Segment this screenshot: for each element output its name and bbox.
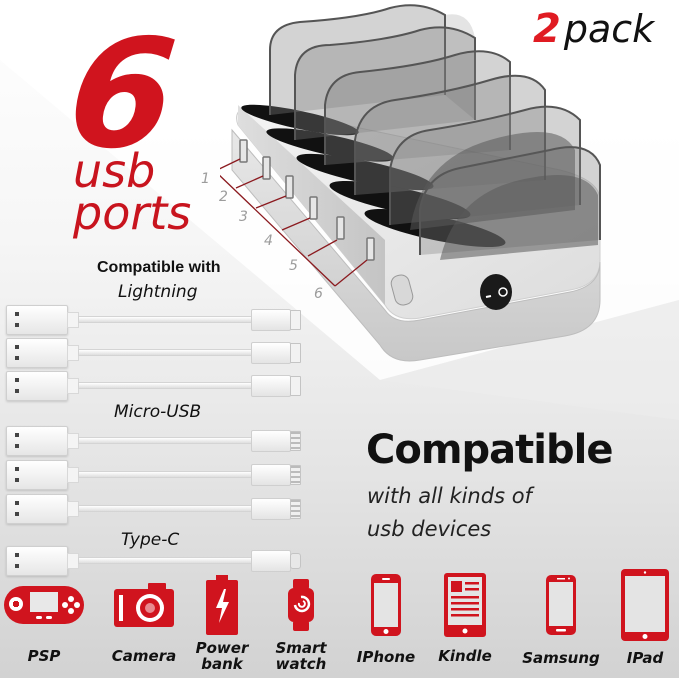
lightning-cable [6,371,301,401]
cable-group-label-type-c: Type-C [121,530,180,550]
device-label: Samsung [522,649,600,667]
port-number-5: 5 [289,258,298,274]
micro-usb-cable [6,460,301,490]
pack-word: pack [563,7,655,51]
tagline-line-2: usb devices [367,517,492,541]
pack-badge: 2 pack [533,6,654,52]
iphone-icon [371,574,401,636]
type-c-cable [6,546,301,576]
gamepad-icon [4,586,84,624]
device-samsung: Samsung [519,570,603,666]
device-label: Kindle [438,647,492,665]
device-psp: PSP [2,570,86,664]
micro-usb-cable [6,426,301,456]
pack-count: 2 [533,6,561,52]
caption-ports: ports [73,186,192,240]
charging-station-image [220,4,601,362]
android-phone-icon [546,575,576,635]
tagline-line-1: with all kinds of [367,484,532,508]
ereader-icon [444,573,486,637]
device-camera: Camera [102,570,186,664]
lightning-cable [6,305,301,335]
device-label: PSP [27,647,61,665]
device-label: IPhone [356,648,416,666]
micro-usb-cable [6,494,301,524]
port-number-1: 1 [201,171,210,187]
lightning-cable [6,338,301,368]
cable-group-label-micro-usb: Micro-USB [114,402,202,422]
port-number-3: 3 [239,209,248,225]
battery-bolt-icon [206,575,238,635]
device-label: Camera [111,647,177,665]
device-label: IPad [626,649,664,667]
smartwatch-icon [288,579,314,631]
device-ipad: IPad [603,569,679,667]
cables-heading: Compatible with [97,259,221,276]
cable-group-label-lightning: Lightning [118,282,198,302]
tablet-icon [621,569,669,641]
caption-usb: usb [73,144,156,198]
power-switch [480,274,512,310]
tagline-title: Compatible [366,427,613,473]
port-number-4: 4 [264,233,273,249]
port-number-2: 2 [219,189,228,205]
port-count-caption: usb ports [73,144,192,240]
camera-icon [114,583,174,627]
port-number-6: 6 [314,286,323,302]
device-kindle: Kindle [423,570,507,664]
device-iphone: IPhone [344,570,428,665]
tagline-subtitle: with all kinds of usb devices [367,480,532,546]
